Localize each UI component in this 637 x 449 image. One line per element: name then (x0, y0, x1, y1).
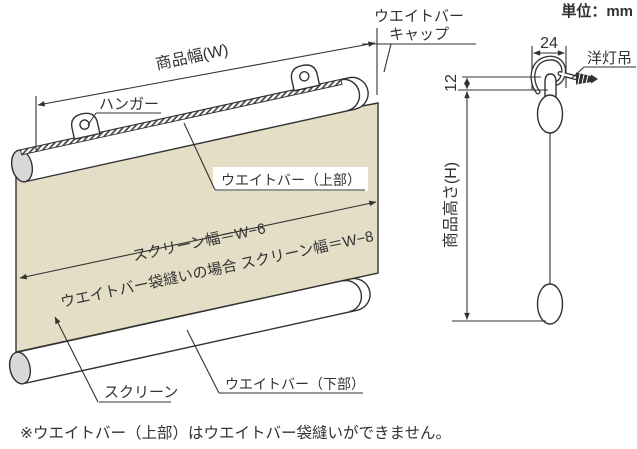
bottom-bar-section (536, 283, 564, 325)
weight-bar-top-label: ウエイトバー（上部） (221, 172, 361, 188)
cap-label-line2: キャップ (389, 26, 449, 43)
bottom-weight-bar-left-end (8, 351, 32, 385)
top-weight-bar-left-end (10, 149, 34, 183)
screen-leader (54, 316, 99, 403)
cup-hook-shank (558, 72, 579, 80)
hanger-leader (87, 112, 97, 126)
hanging-tab (544, 73, 557, 97)
hook-label: 洋灯吊 (587, 50, 632, 67)
hook-offset-arrow-down (464, 82, 470, 90)
hook-width-value: 24 (540, 35, 558, 52)
hook-offset-value: 12 (443, 74, 460, 92)
footnote: ※ウエイトバー（上部）はウエイトバー袋縫いができません。 (20, 424, 451, 442)
hook-leader (570, 66, 585, 80)
weight-bar-top-label-bg (213, 167, 368, 191)
cup-hook-screw-thread (577, 73, 589, 85)
cap-leader (383, 43, 392, 73)
product-height-label: 商品高さ(H) (442, 162, 460, 248)
screen-width-dimension-line (19, 200, 377, 280)
hanger-label: ハンガー (99, 96, 159, 113)
top-bar-section (536, 94, 564, 134)
bottom-weight-bar (8, 277, 371, 385)
cup-hook-screw-tip (591, 74, 598, 84)
bottom-weight-bar-cap-seam (342, 279, 363, 313)
unit-note: 単位：mm (561, 2, 633, 20)
weight-bar-top-leader (183, 122, 216, 191)
cap-label-line1: ウエイトバー (374, 8, 464, 25)
screen-label: スクリーン (104, 384, 178, 401)
product-width-label: 商品幅(W) (154, 41, 230, 74)
weight-bar-bottom-label: ウエイトバー（下部） (225, 376, 365, 392)
weight-bar-bottom-leader (186, 329, 220, 394)
product-width-dimension-line (37, 41, 376, 107)
